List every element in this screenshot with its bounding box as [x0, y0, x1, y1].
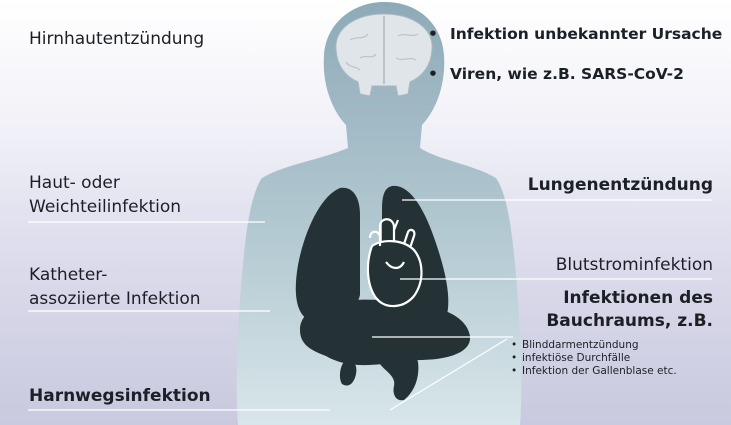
bullet-marker: •: [511, 365, 517, 378]
head-bullet-text: Infektion unbekannter Ursache: [450, 25, 722, 43]
label-skin-line1: Haut- oder: [29, 172, 120, 194]
label-catheter-line1: Katheter-: [29, 264, 107, 286]
abdominal-example-item: • Blinddarmentzündung: [511, 339, 677, 352]
bullet-marker: •: [428, 64, 438, 84]
abdominal-example-text: Infektion der Gallenblase etc.: [522, 365, 677, 377]
abdominal-examples-list: • Blinddarmentzündung • infektiöse Durch…: [511, 339, 677, 378]
head-bullet-item: • Viren, wie z.B. SARS-CoV-2: [428, 64, 722, 104]
bullet-marker: •: [511, 352, 517, 365]
label-bloodstream-infection: Blutstrominfektion: [556, 254, 713, 276]
label-abdominal-line1: Infektionen des: [563, 287, 713, 309]
head-bullet-text: Viren, wie z.B. SARS-CoV-2: [450, 65, 684, 83]
abdominal-example-text: infektiöse Durchfälle: [522, 352, 630, 364]
abdominal-example-text: Blinddarmentzündung: [522, 339, 639, 351]
heart-icon: [368, 219, 422, 306]
label-catheter-line2: assoziierte Infektion: [29, 288, 201, 310]
bullet-marker: •: [428, 24, 438, 44]
abdominal-example-item: • infektiöse Durchfälle: [511, 352, 677, 365]
label-abdominal-line2: Bauchraums, z.B.: [546, 310, 713, 332]
head-bullet-list: • Infektion unbekannter Ursache • Viren,…: [428, 24, 722, 104]
bullet-marker: •: [511, 339, 517, 352]
abdominal-example-item: • Infektion der Gallenblase etc.: [511, 365, 677, 378]
label-urinary-infection: Harnwegsinfektion: [29, 385, 211, 407]
label-skin-line2: Weichteilinfektion: [29, 196, 181, 218]
label-pneumonia: Lungenentzündung: [528, 174, 713, 196]
label-meningitis: Hirnhautentzündung: [29, 28, 204, 50]
head-bullet-item: • Infektion unbekannter Ursache: [428, 24, 722, 64]
